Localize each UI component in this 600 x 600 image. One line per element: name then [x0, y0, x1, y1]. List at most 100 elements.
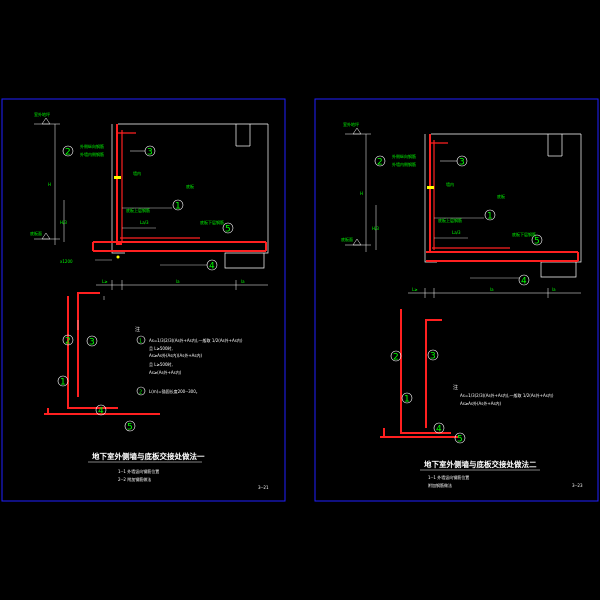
- svg-text:5: 5: [534, 237, 540, 247]
- callout-2-circle: [62, 145, 74, 157]
- inside-label: 墙内: [133, 170, 141, 176]
- note-1b: 且 L≥500时,: [149, 345, 173, 351]
- svg-text:底板面: 底板面: [341, 236, 353, 242]
- s2-note-1b: As≥As外(As外+As内): [460, 400, 502, 406]
- detail-1-circle: [57, 375, 69, 387]
- la-mid-label: La/3: [140, 220, 149, 225]
- callout-4-number: 4: [209, 262, 215, 272]
- note-1a: As=1/3(2/3)(As外+As内),一般取 1/2(As外+As内): [149, 337, 243, 343]
- sheet-2-level-marks: 室外地坪 底板面: [341, 121, 371, 246]
- sheet-1-rebar-marks: [114, 176, 121, 259]
- sheet-2-title: 地下室外侧墙与底板交接处做法二: [424, 459, 537, 469]
- dim-h-label: H: [48, 182, 51, 187]
- detail-2-circle: [62, 334, 74, 346]
- dim-la2-label: la: [241, 279, 245, 284]
- svg-text:4: 4: [521, 277, 527, 287]
- svg-text:底板上层钢筋: 底板上层钢筋: [438, 217, 462, 223]
- sheet-1-page-no: 3--21: [258, 485, 269, 490]
- sheet-2-notes: 注 As=1/3(2/3)(As外+As内),一般取 1/2(As外+As内) …: [453, 384, 554, 406]
- sheet-2-dim-h: H H/3: [360, 134, 379, 252]
- detail-3-number: 3: [89, 338, 95, 348]
- sheet-2: 室外地坪 底板面 H H/3 2 外侧纵向钢筋 外墙内侧钢筋: [314, 98, 599, 502]
- callout-2-number: 2: [65, 148, 71, 158]
- grade-bottom-label: 底板面: [30, 230, 42, 236]
- s2-yellow-mark: [427, 186, 434, 189]
- note-1c: As≥As外(As内)(As外+As内): [149, 352, 202, 358]
- sheet-1-subtitle-2: 2--2 附加钢筋做法: [118, 476, 151, 482]
- sheet-1-dim-bottom: L≥ la la: [96, 279, 268, 290]
- svg-text:1: 1: [404, 395, 410, 405]
- detail-3-circle: [86, 335, 98, 347]
- sheet-1: 室外地坪 底板面 H H/3 2 外侧纵向钢筋 外墙内侧钢筋: [1, 98, 286, 502]
- sheet-2-rebar: [426, 134, 579, 262]
- svg-text:外墙内侧钢筋: 外墙内侧钢筋: [392, 161, 416, 167]
- svg-text:2: 2: [139, 390, 142, 396]
- detail-2-number: 2: [65, 337, 71, 347]
- slab-top-label: 底板上层钢筋: [126, 207, 150, 213]
- dim-la-label: la: [176, 279, 180, 284]
- svg-text:附加钢筋做法: 附加钢筋做法: [428, 482, 452, 488]
- svg-text:2: 2: [393, 353, 399, 363]
- sheet-2-frame: [314, 98, 599, 502]
- s2-callout-1-circle: [484, 209, 496, 221]
- svg-text:1: 1: [139, 339, 142, 345]
- note-1d: 且 L≥500时,: [149, 361, 173, 367]
- sheet-1-rebar: [92, 124, 267, 252]
- svg-text:1--1 外墙竖向钢筋位置: 1--1 外墙竖向钢筋位置: [428, 474, 469, 480]
- svg-text:墙内: 墙内: [446, 181, 454, 187]
- grade-top-label: 室外地坪: [34, 111, 50, 117]
- svg-text:5: 5: [457, 435, 463, 445]
- svg-text:1: 1: [487, 212, 493, 222]
- detail-4-number: 4: [98, 407, 104, 417]
- slab-bot-label: 底板下层钢筋: [200, 219, 224, 225]
- floor-label: 底板: [186, 183, 194, 189]
- svg-text:外侧纵向钢筋: 外侧纵向钢筋: [392, 153, 416, 159]
- note-head: 注: [135, 326, 140, 333]
- sheet-1-subtitle-1: 1--1 外墙竖向钢筋位置: [118, 468, 159, 474]
- sheet-2-detail-rebar: [380, 309, 458, 438]
- sheet-1-title: 地下室外侧墙与底板交接处做法一: [92, 451, 205, 461]
- sheet-1-title-block: 地下室外侧墙与底板交接处做法一 1--1 外墙竖向钢筋位置 2--2 附加钢筋做…: [88, 451, 269, 490]
- sheet-1-level-marks: 室外地坪 底板面: [30, 111, 60, 240]
- svg-text:la: la: [552, 287, 556, 292]
- sheet-2-page-no: 3--23: [572, 483, 583, 488]
- sheet-1-dim-h: H H/3: [48, 124, 67, 245]
- svg-text:L≥: L≥: [412, 287, 418, 292]
- detail-5-circle: [124, 420, 136, 432]
- svg-text:注: 注: [453, 384, 458, 391]
- callout-5-circle: [222, 222, 234, 234]
- wall-b-label: 外墙内侧钢筋: [80, 151, 104, 157]
- note-2: L(m)=锚固长度200--300。: [149, 388, 200, 394]
- sheet-2-dim-bottom: L≥ la la: [408, 287, 581, 298]
- wall-a-label: 外侧纵向钢筋: [80, 143, 104, 149]
- svg-text:2: 2: [377, 158, 383, 168]
- svg-text:3: 3: [430, 352, 436, 362]
- callout-1-number: 1: [175, 202, 181, 212]
- svg-text:4: 4: [436, 425, 442, 435]
- s2-note-1a: As=1/3(2/3)(As外+As内),一般取 1/2(As外+As内): [460, 392, 554, 398]
- sheet-1-notes: 注 1 As=1/3(2/3)(As外+As内),一般取 1/2(As外+As内…: [135, 326, 243, 396]
- svg-text:底板下层钢筋: 底板下层钢筋: [512, 231, 536, 237]
- sheet-2-title-block: 地下室外侧墙与底板交接处做法二 1--1 外墙竖向钢筋位置 附加钢筋做法 3--…: [420, 459, 583, 488]
- note-1e: As≥(As外+As内): [149, 369, 182, 375]
- svg-text:H/3: H/3: [372, 226, 379, 231]
- svg-text:H: H: [360, 191, 363, 196]
- dim-tag-label: x1200: [60, 259, 73, 264]
- sheet-1-wall-outline: [111, 123, 269, 269]
- detail-5-number: 5: [127, 423, 133, 433]
- svg-text:底板: 底板: [497, 193, 505, 199]
- callout-3-number: 3: [147, 148, 153, 158]
- detail-1-number: 1: [60, 378, 66, 388]
- s2-callout-5-circle: [531, 234, 543, 246]
- svg-text:la: la: [490, 287, 494, 292]
- svg-text:3: 3: [459, 158, 465, 168]
- callout-1-circle: [172, 199, 184, 211]
- callout-5-number: 5: [225, 225, 231, 235]
- sheet-1-detail-rebar: [44, 292, 160, 415]
- svg-text:室外地坪: 室外地坪: [343, 121, 359, 127]
- svg-text:La/3: La/3: [452, 230, 461, 235]
- sheet-1-frame: [1, 98, 286, 502]
- dim-h3-label: H/3: [60, 220, 67, 225]
